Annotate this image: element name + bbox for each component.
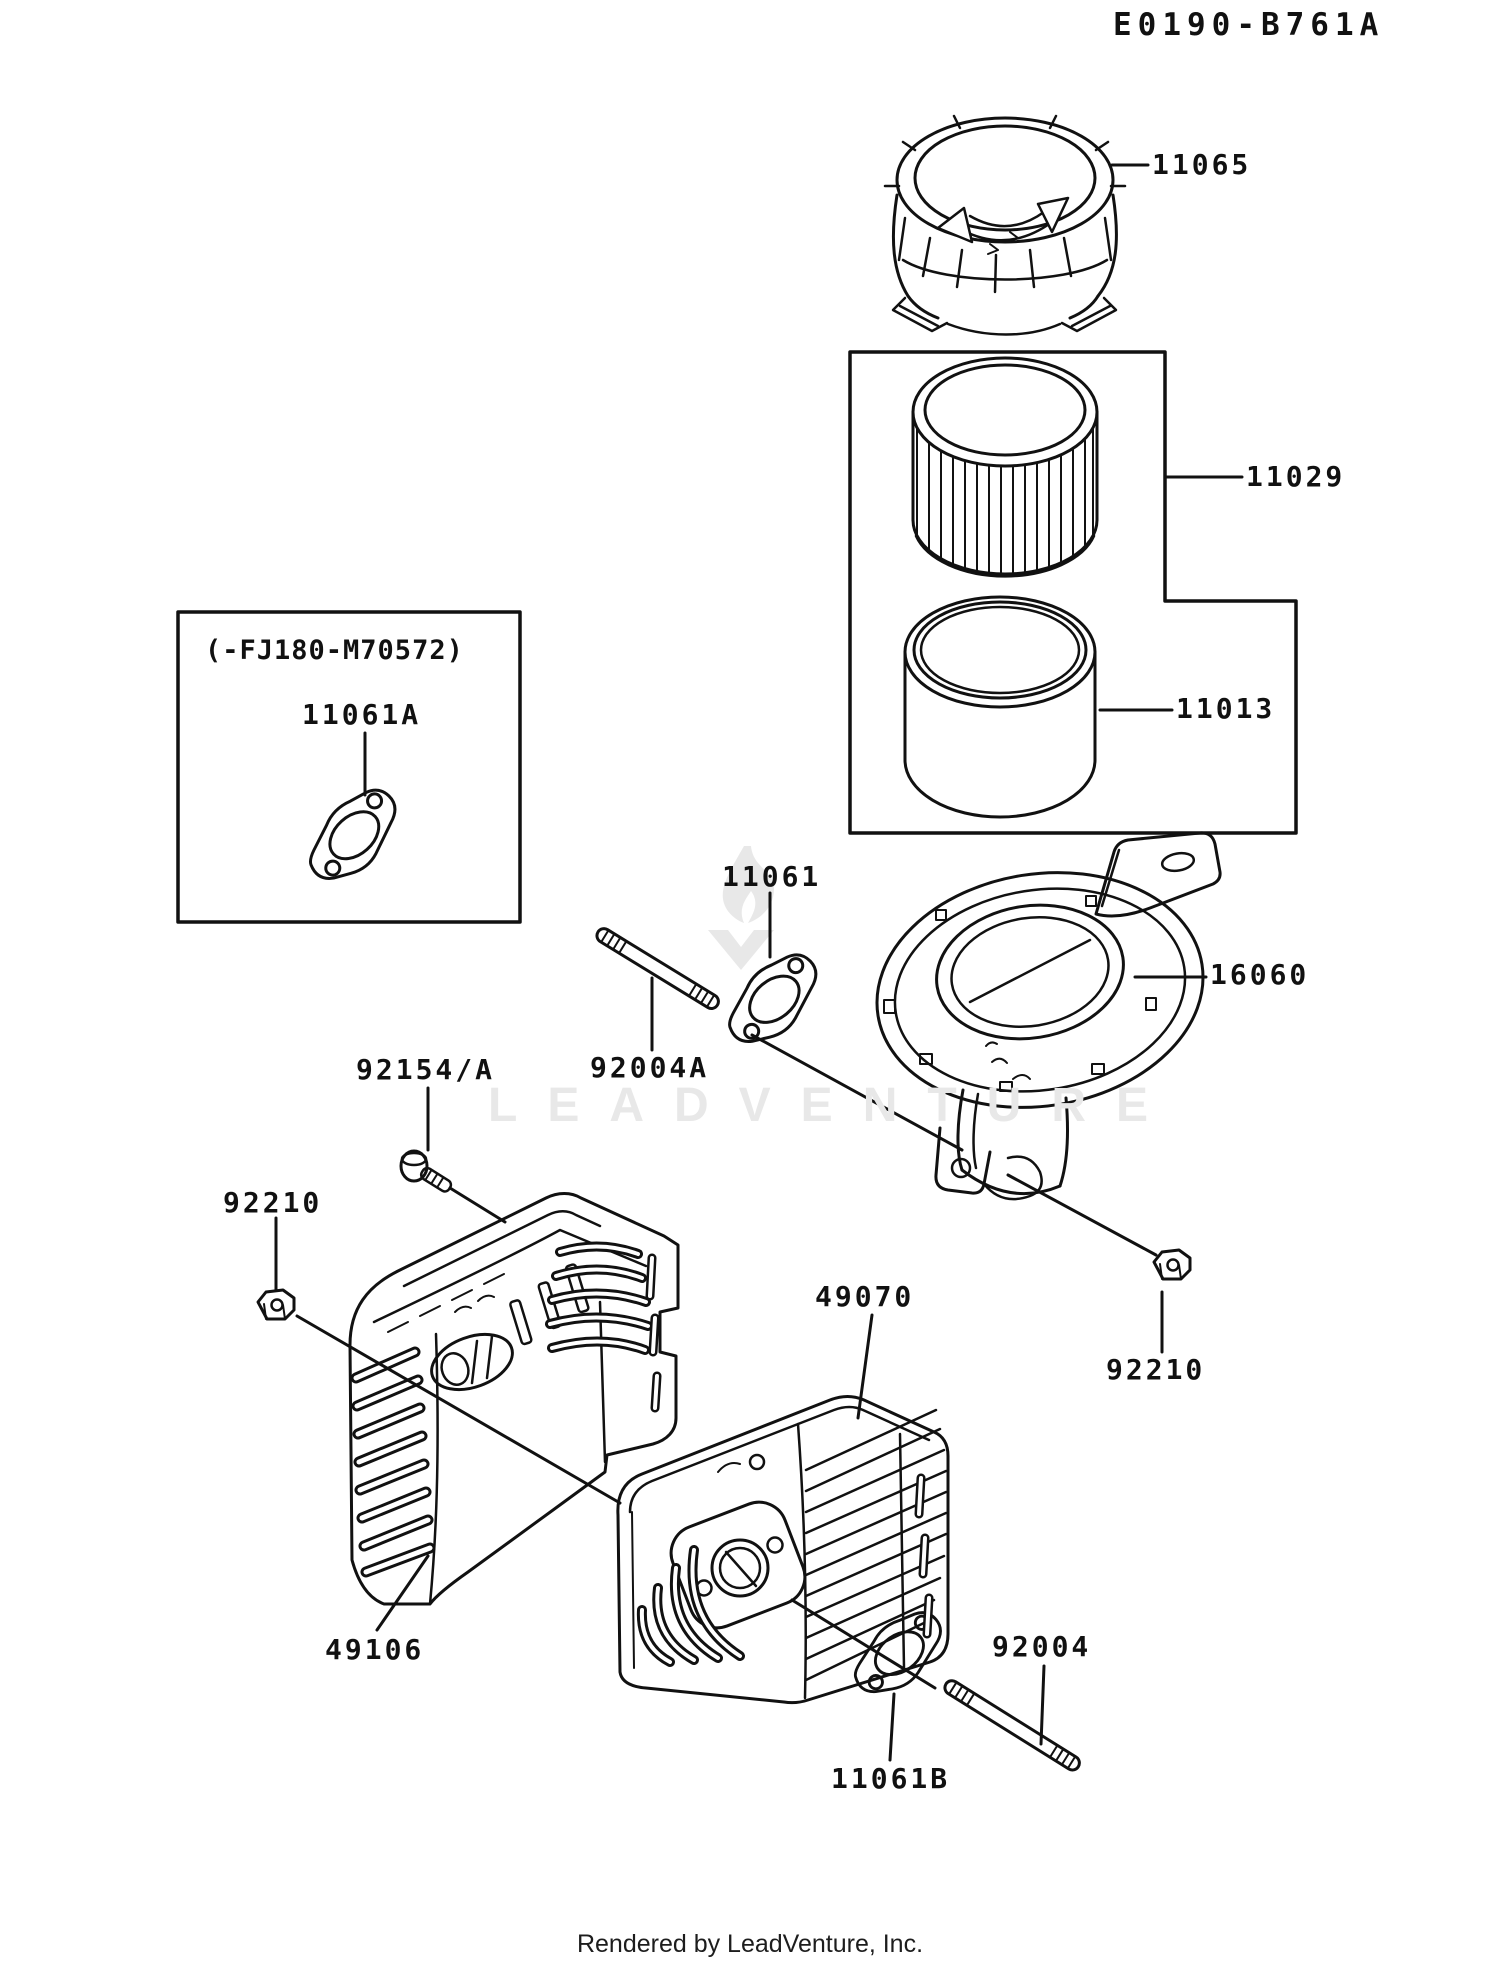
stud-92004-drawing xyxy=(943,1679,1081,1772)
part-label-92004[interactable]: 92004 xyxy=(992,1630,1092,1663)
foam-element-drawing xyxy=(903,595,1097,819)
filter-elements-box xyxy=(848,350,1298,835)
footer-credit: Rendered by LeadVenture, Inc. xyxy=(576,1930,924,1958)
stud-92004a-drawing xyxy=(595,927,720,1010)
diagram-code: E0190-B761A xyxy=(1113,7,1385,43)
muffler-drawing xyxy=(616,1395,950,1705)
part-label-16060[interactable]: 16060 xyxy=(1210,958,1310,991)
bolt-92154a-drawing xyxy=(399,1149,453,1193)
part-label-92154a[interactable]: 92154/A xyxy=(356,1053,496,1086)
part-label-11029[interactable]: 11029 xyxy=(1246,460,1346,493)
watermark-text: LEADVENTURE xyxy=(488,1079,1179,1132)
part-label-11061b[interactable]: 11061B xyxy=(831,1762,951,1795)
note-box-range: (-FJ180-M70572) xyxy=(205,635,464,666)
air-filter-case-drawing xyxy=(875,831,1222,1201)
part-label-11061[interactable]: 11061 xyxy=(722,860,822,893)
leadventure-logo-icon xyxy=(708,846,774,970)
part-label-92004a[interactable]: 92004A xyxy=(590,1051,710,1084)
nut-92210-right-drawing xyxy=(1152,1248,1192,1281)
part-label-49106[interactable]: 49106 xyxy=(325,1633,425,1666)
muffler-cover-drawing xyxy=(348,1192,680,1606)
part-label-49070[interactable]: 49070 xyxy=(815,1280,915,1313)
gasket-11061-drawing xyxy=(711,940,836,1059)
part-label-11061a[interactable]: 11061A xyxy=(302,698,422,731)
filter-element-drawing xyxy=(911,356,1099,578)
gasket-11061a-drawing xyxy=(292,776,415,896)
early-model-note-box xyxy=(176,610,522,924)
nut-92210-left-drawing xyxy=(256,1288,296,1321)
part-label-92210-right[interactable]: 92210 xyxy=(1106,1353,1206,1386)
part-label-92210-left[interactable]: 92210 xyxy=(223,1186,323,1219)
leader-lines xyxy=(274,163,1244,1762)
air-cleaner-cap-drawing xyxy=(883,114,1127,336)
part-label-11065[interactable]: 11065 xyxy=(1152,148,1252,181)
part-label-11013[interactable]: 11013 xyxy=(1176,692,1276,725)
line-art xyxy=(176,114,1298,1772)
